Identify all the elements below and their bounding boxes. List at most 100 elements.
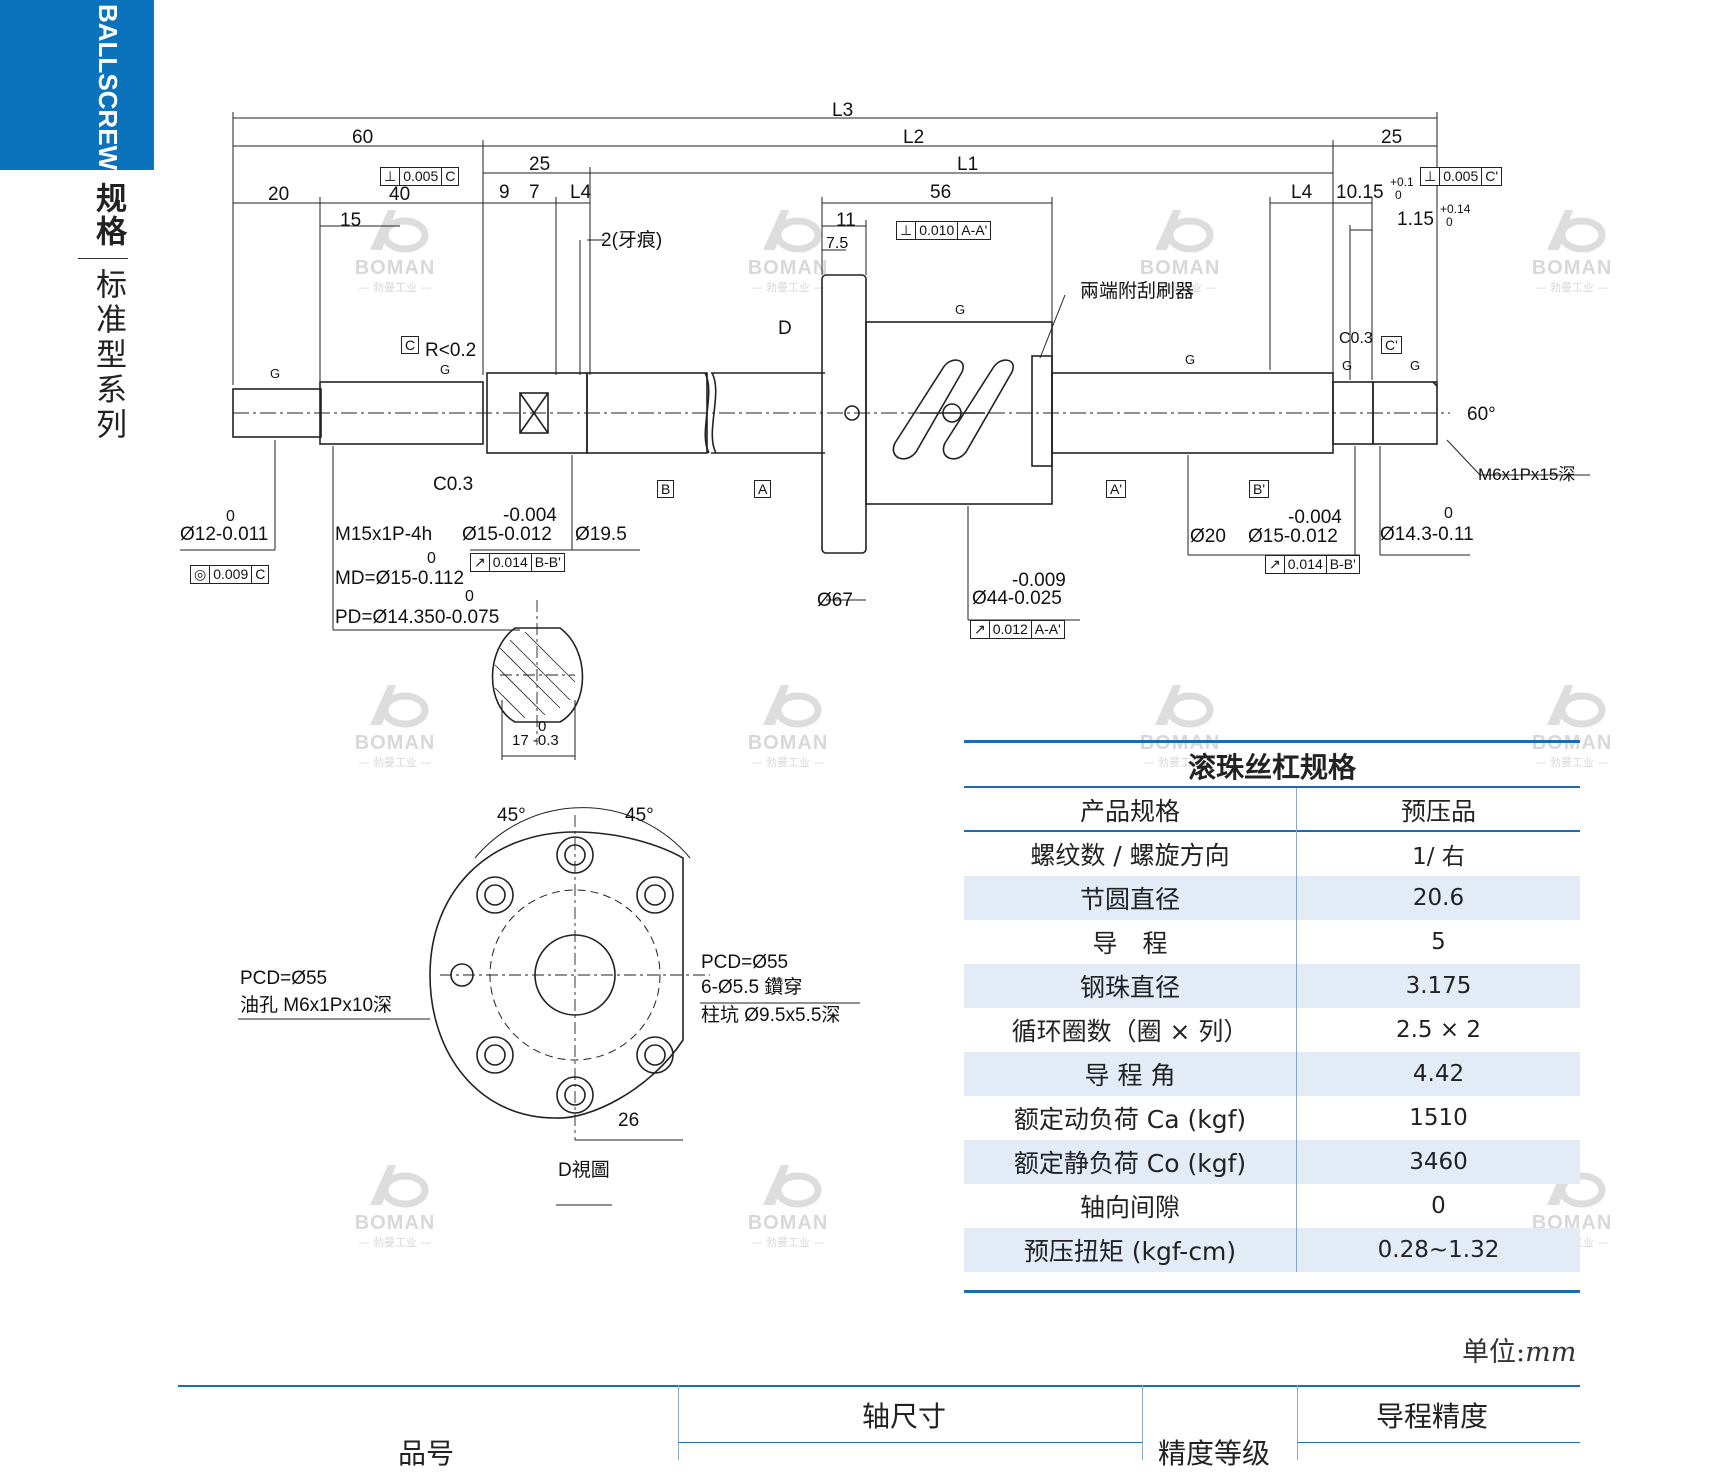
dim-1-15: 1.15 [1397,209,1434,230]
dim-pd: PD=Ø14.350-0.075 [335,607,500,628]
dim-25-left: 25 [529,154,551,175]
bottom-table-top-rule [178,1385,1580,1387]
counterbore-spec: 柱坑 Ø9.5x5.5深 [701,1005,841,1026]
spec-row: 额定动负荷 Ca (kgf) 1510 [964,1096,1580,1140]
thread-mark-label: 2(牙痕) [601,230,663,251]
brand-tab-label: BALLSCREWS [93,4,123,188]
datum-b: B [657,480,675,498]
view-d-caption: D視圖 [558,1160,610,1181]
dim-d15-left: Ø15-0.012 [462,524,552,545]
watermark-logo-icon [1547,685,1606,728]
col-accuracy-grade: 精度等级 [1158,1437,1271,1470]
section-divider [78,258,128,259]
tolerance-value: 0.010 [916,222,959,239]
bottom-table-divider [678,1385,679,1460]
surface-finish-mark: G [1342,358,1353,373]
dim-d44: Ø44-0.025 [972,588,1062,609]
surface-finish-mark: G [440,362,451,377]
watermark-sub: — 勃曼工业 — [1143,756,1217,769]
tolerance-datum: B-B' [1329,556,1356,572]
leader-lines [180,439,1590,760]
bottom-table-divider [1142,1385,1143,1460]
spec-row-label: 螺纹数 / 螺旋方向 [964,832,1297,876]
watermark: BOMAN — 勃曼工业 — [340,205,450,300]
thread-spec: M15x1P-4h [335,524,433,545]
watermark-brand: BOMAN [747,257,829,279]
spec-row-value: 3460 [1296,1140,1580,1184]
watermark-brand: BOMAN [1531,257,1613,279]
spec-table-top-rule [964,740,1580,743]
dim-d15-left-tol: -0.004 [503,505,557,526]
dim-9: 9 [499,182,510,203]
wiper-label: 兩端附刮刷器 [1080,281,1195,302]
watermark-sub: — 勃曼工业 — [1535,756,1609,769]
spec-row-value: 0.28~1.32 [1296,1228,1580,1272]
tolerance-value: 0.005 [1440,168,1483,185]
dim-d20: Ø20 [1190,526,1226,547]
watermark-logo-icon [763,210,822,253]
watermark-logo-icon [370,685,429,728]
spec-table-rule [964,786,1580,788]
oil-hole-spec: 油孔 M6x1Px10深 [240,995,393,1016]
unit-value: mm [1525,1337,1577,1368]
watermark-brand: BOMAN [1531,732,1613,754]
dim-26: 26 [618,1110,640,1131]
spec-row-label: 额定动负荷 Ca (kgf) [964,1096,1297,1140]
flange-view [238,807,860,1206]
spec-row-label: 轴向间隙 [964,1184,1297,1228]
tolerance-symbol-icon: ↗ [1266,556,1285,573]
tolerance-datum: A-A' [1034,621,1061,637]
watermark-logo-icon [370,1165,429,1208]
view-d-marker: D [778,318,792,339]
dim-15: 15 [340,210,362,231]
watermark-brand: BOMAN [354,257,436,279]
spec-row-label: 循环圈数（圈 × 列） [964,1008,1297,1052]
watermark-brand: BOMAN [747,732,829,754]
datum-a-prime: A' [1106,480,1127,498]
watermark: BOMAN— 勃曼工业 — [1517,205,1627,300]
tolerance-datum: A-A' [961,222,988,238]
section-title: 规格 [90,182,126,248]
tolerance-value: 0.012 [990,621,1032,638]
section-subtitle: 标准型系列 [90,268,126,443]
tolerance-datum: C' [1485,168,1499,184]
spec-row: 导 程 5 [964,920,1580,964]
dim-25-right: 25 [1381,127,1403,148]
spec-row-value: 3.175 [1296,964,1580,1008]
bolt-holes-spec: 6-Ø5.5 鑽穿 [701,977,803,998]
spec-row-label: 节圆直径 [964,876,1297,920]
col-part-no: 品号 [398,1437,455,1470]
watermark-sub: — 勃曼工业 — [358,281,432,294]
spec-row-value: 1/ 右 [1412,844,1465,870]
spec-header-spec: 产品规格 [964,788,1297,832]
spec-row: 额定静负荷 Co (kgf)3460 [964,1140,1580,1184]
tolerance-value: 0.014 [1285,556,1327,573]
shaft-section [491,600,584,745]
dim-l3: L3 [832,100,854,121]
spec-row-value: 1510 [1409,1105,1468,1131]
dim-md: MD=Ø15-0.112 [335,568,465,589]
dim-l4-left: L4 [570,182,592,203]
datum-b-prime: B' [1249,480,1270,498]
bottom-table-rule [1297,1442,1580,1443]
tolerance-symbol-icon: ⊥ [897,222,917,239]
bottom-table-rule [678,1442,1142,1443]
pcd-right: PCD=Ø55 [701,952,789,973]
watermark: BOMAN— 勃曼工业 — [1125,680,1235,775]
datum-c: C [401,336,420,354]
pcd-left: PCD=Ø55 [240,968,328,989]
dim-d12-tol: 0 [226,508,235,525]
watermark-brand: BOMAN [747,1212,829,1234]
dim-d44-tol: -0.009 [1012,570,1066,591]
watermark: BOMAN— 勃曼工业 — [733,680,843,775]
spec-row-label: 导 程 [964,920,1297,964]
dim-d15-right: Ø15-0.012 [1248,526,1338,547]
surface-finish-mark: G [955,302,966,317]
spec-row-value: 5 [1431,929,1446,955]
